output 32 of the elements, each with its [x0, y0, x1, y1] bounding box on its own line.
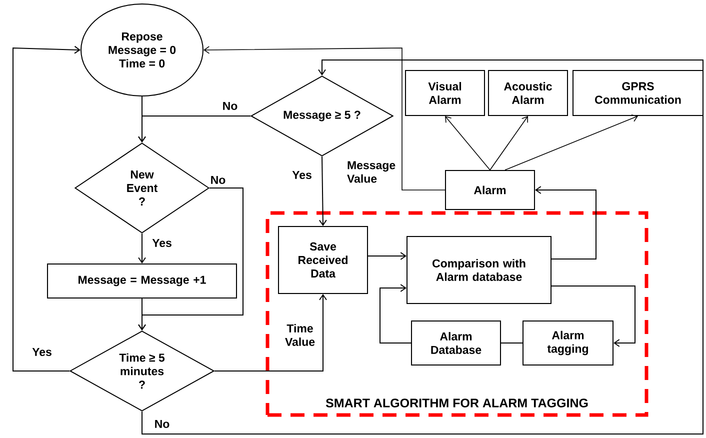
arrow: [490, 116, 528, 170]
arrow: [318, 156, 327, 226]
process-box: Acoustic Alarm: [488, 70, 568, 116]
edge-label: Yes: [152, 239, 172, 247]
arrow: [551, 286, 636, 347]
process-box: Comparison with Alarm database: [406, 236, 552, 304]
edge-label: No: [223, 102, 238, 110]
text-label: Message Value: [347, 161, 396, 183]
edge-label: No: [155, 420, 170, 428]
arrow: [138, 233, 146, 264]
arrow: [204, 46, 446, 190]
process-box: Save Received Data: [278, 226, 368, 294]
process-box: Alarm tagging: [522, 320, 614, 366]
arrow: [214, 294, 327, 372]
arrow: [138, 116, 251, 142]
arrow: [380, 284, 412, 344]
edge-label: Yes: [292, 171, 312, 179]
process-box: Alarm: [445, 170, 535, 210]
edge-label: Time Value: [285, 324, 315, 346]
arrow: [12, 46, 81, 372]
arrow: [504, 114, 638, 170]
process-box: Alarm Database: [411, 320, 501, 366]
arrow: [535, 186, 596, 260]
arrow: [368, 252, 406, 260]
process-box: GPRS Communication: [572, 70, 704, 116]
process-box: Message = Message +1: [47, 264, 237, 298]
arrow: [142, 60, 704, 434]
arrow: [445, 116, 490, 170]
edge-label: No: [211, 176, 226, 184]
arrow: [138, 298, 146, 330]
process-box: Visual Alarm: [405, 70, 485, 116]
edge-label: Yes: [32, 348, 52, 356]
